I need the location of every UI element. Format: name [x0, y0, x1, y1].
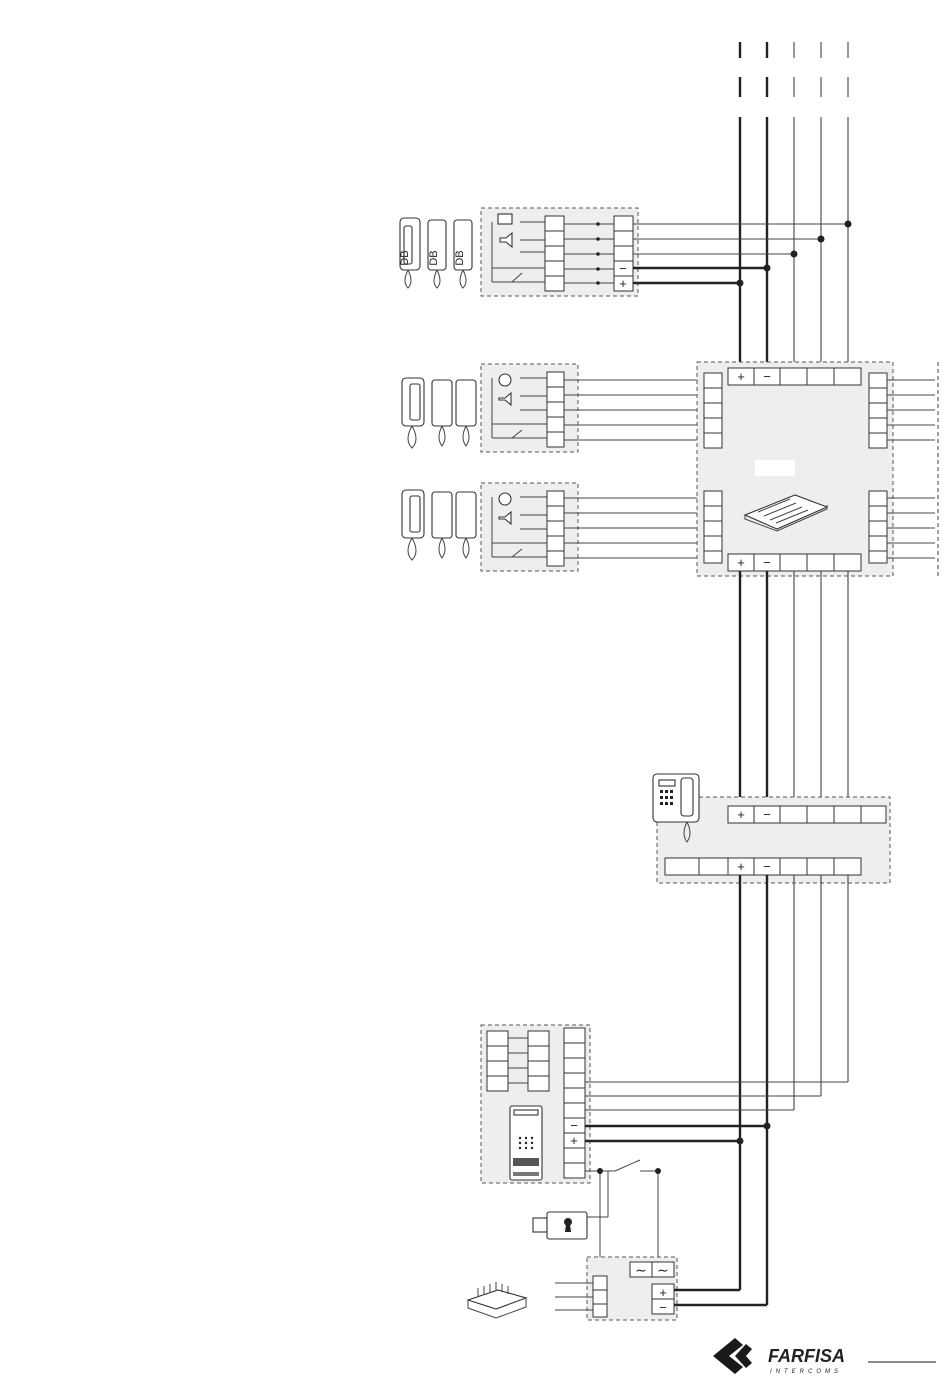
- plus-label: +: [737, 555, 745, 570]
- handset-icon: [432, 380, 452, 446]
- apartment-station-box-3: [481, 483, 578, 571]
- plus-label: +: [570, 1133, 578, 1148]
- porter-unit: + − + −: [653, 774, 890, 883]
- terminal-strip: [547, 491, 564, 566]
- power-supply-unit: ∼ ∼ + −: [587, 1257, 677, 1320]
- box1-bus-connections: [633, 221, 852, 287]
- plus-label: +: [619, 276, 627, 291]
- plus-label: +: [737, 859, 745, 874]
- db-label: DB: [454, 250, 466, 265]
- porter-bottom-terminals: + −: [665, 858, 861, 875]
- db-label: DB: [428, 250, 440, 265]
- entrance-bus-connections: [585, 1082, 848, 1262]
- distributor-top-terminals: + −: [728, 368, 861, 385]
- power-supply-icon: [468, 1282, 526, 1318]
- handset-group-db: DB DB DB: [399, 218, 472, 288]
- handset-icon: [456, 492, 476, 558]
- minus-label: −: [763, 555, 771, 570]
- apartment-station-box-1: − +: [481, 208, 638, 296]
- farfisa-logo: FARFISA INTERCOMS: [713, 1338, 936, 1375]
- minus-label: −: [659, 1300, 667, 1315]
- terminal-strip: [545, 216, 564, 291]
- entrance-panel: − +: [481, 1025, 590, 1183]
- handset-group-3: [402, 490, 476, 560]
- distributor-module: + − + −: [697, 362, 893, 576]
- logo-brand: FARFISA: [768, 1346, 845, 1366]
- db-label: DB: [399, 250, 411, 265]
- plus-label: +: [737, 369, 745, 384]
- power-supply-dc-terminals: + −: [652, 1284, 674, 1315]
- entrance-terminals: − +: [564, 1028, 585, 1178]
- handset-icon: DB: [428, 220, 446, 288]
- plus-label: +: [737, 807, 745, 822]
- bell-icon: [499, 374, 511, 386]
- handset-icon: [402, 378, 424, 448]
- handset-icon: DB: [454, 220, 472, 288]
- minus-label: −: [763, 369, 771, 384]
- minus-label: −: [763, 807, 771, 822]
- module-label-patch: [755, 460, 795, 476]
- distributor-right-outputs: [887, 362, 938, 578]
- apartment-station-box-2: [481, 364, 578, 452]
- box2-connections: [564, 380, 704, 440]
- riser-bus-lower: [740, 875, 848, 1305]
- logo-sub: INTERCOMS: [770, 1369, 842, 1375]
- bell-icon: [499, 493, 511, 505]
- minus-label: −: [570, 1118, 578, 1133]
- plus-label: +: [659, 1285, 667, 1300]
- keypad-icon: [510, 1106, 542, 1180]
- porter-top-terminals: + −: [728, 806, 886, 823]
- handset-group-2: [402, 378, 476, 448]
- distributor-bottom-terminals: + −: [728, 554, 861, 571]
- ac-label: ∼: [657, 1262, 669, 1278]
- handset-icon: [432, 492, 452, 558]
- handset-icon: DB: [399, 218, 420, 288]
- handset-icon: [402, 490, 424, 560]
- box3-connections: [564, 498, 704, 558]
- terminal-strip: − +: [614, 216, 633, 291]
- bell-icon: [498, 214, 512, 224]
- power-supply-ac-terminals: ∼ ∼: [630, 1262, 674, 1278]
- riser-bus-mid: [740, 571, 848, 806]
- terminal-strip: [547, 372, 564, 447]
- minus-label: −: [763, 859, 771, 874]
- minus-label: −: [619, 261, 627, 276]
- mains-terminals: [593, 1276, 607, 1317]
- ac-label: ∼: [635, 1262, 647, 1278]
- riser-bus-top: [740, 42, 848, 368]
- handset-icon: [456, 380, 476, 446]
